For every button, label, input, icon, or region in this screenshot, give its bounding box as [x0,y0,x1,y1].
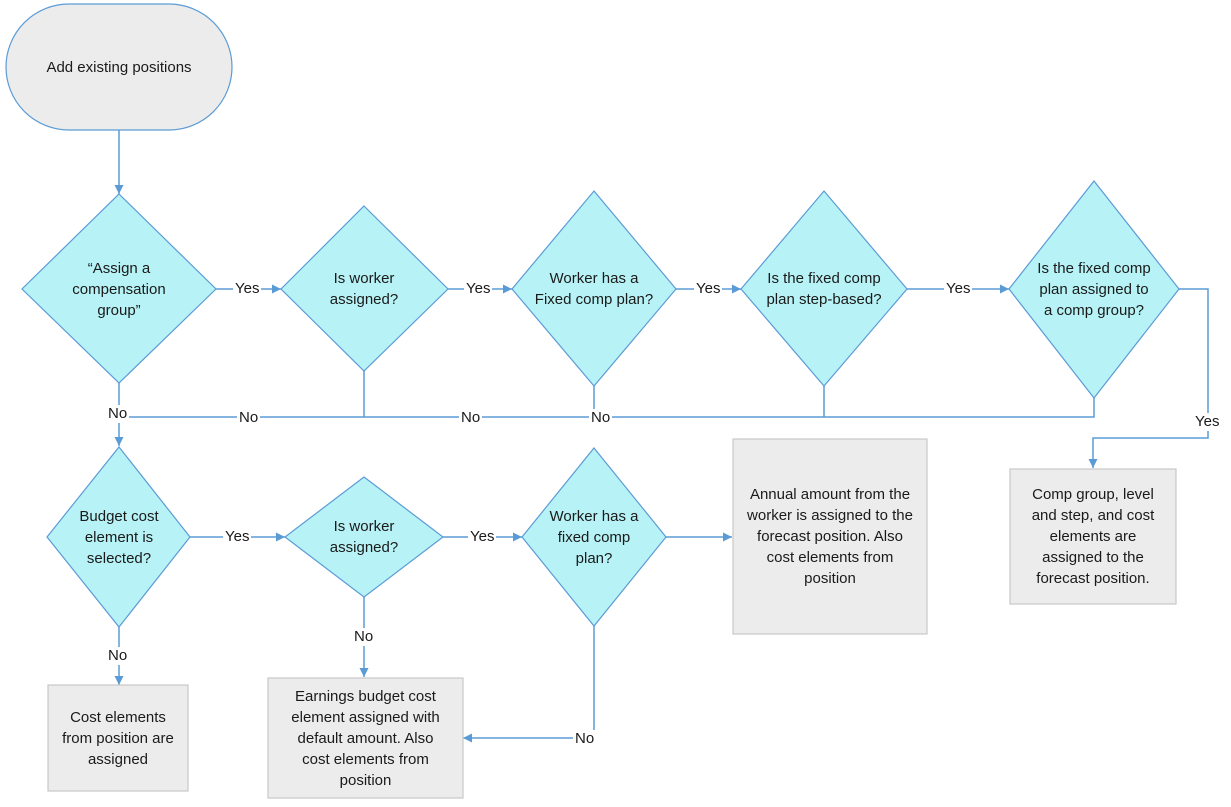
edge-label-no: No [237,409,261,427]
decision-step-based [740,190,908,387]
edge-label-yes: Yes [464,280,493,298]
edge-label-no: No [573,730,597,748]
edge-label-yes: Yes [233,280,262,298]
decision-fixed-plan-2 [521,447,667,627]
decision-worker-assigned-1 [280,205,449,372]
edge-label-yes: Yes [1193,413,1222,431]
process-earnings-default [267,677,464,799]
process-annual-amount [732,438,928,635]
edge-group-yes [1088,288,1209,468]
decision-budget-cost [46,446,191,628]
edge-label-yes: Yes [223,528,252,546]
edge-label-no: No [459,409,483,427]
decision-worker-assigned-2 [284,476,444,598]
edge-label-no: No [106,647,130,665]
process-comp-group [1009,468,1177,605]
edge-label-no: No [352,628,376,646]
start-terminator [5,3,233,131]
decision-fixed-plan-1 [511,190,677,387]
edge-label-no: No [106,405,130,423]
decision-assign-group [21,193,217,384]
edge-label-yes: Yes [694,280,723,298]
edge-label-no: No [589,409,613,427]
edge-no-merge [119,398,1095,418]
edge-fixed2-no [463,626,595,743]
edge-label-yes: Yes [468,528,497,546]
process-cost-from-position [47,684,189,792]
edge-label-yes: Yes [944,280,973,298]
decision-plan-in-group [1008,180,1180,399]
